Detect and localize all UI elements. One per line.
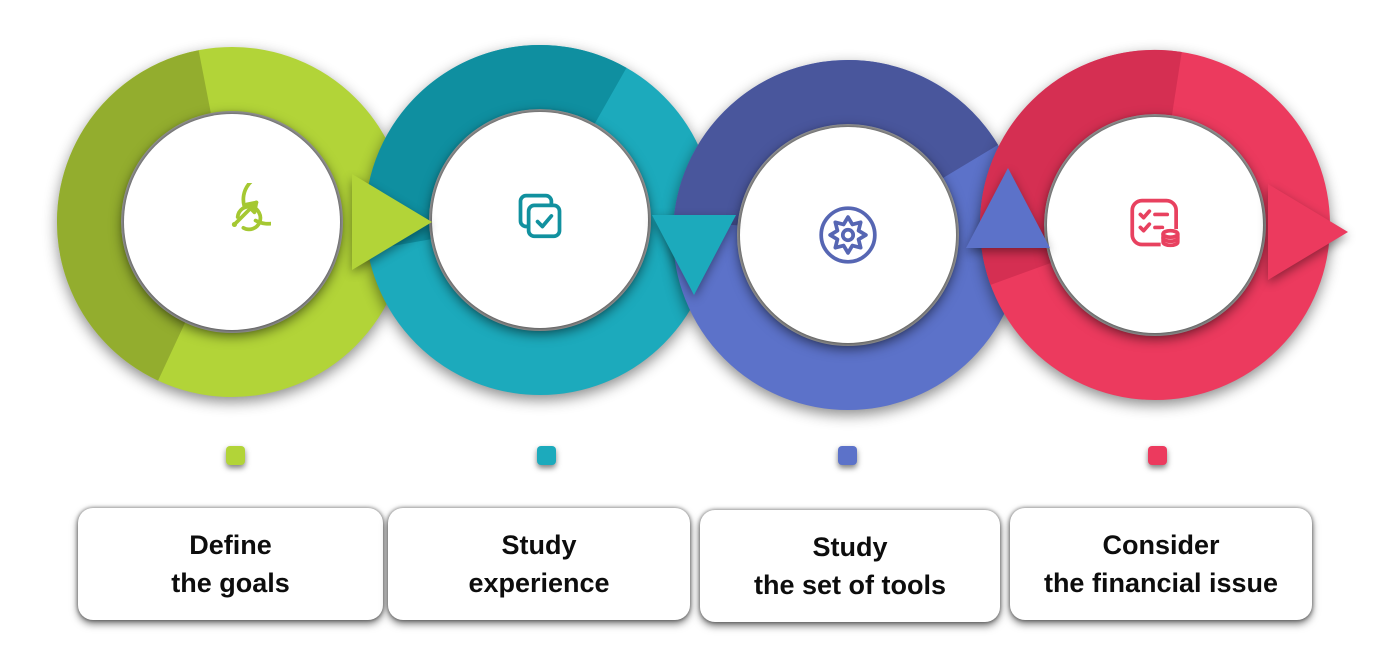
target-arrow-icon	[231, 183, 271, 232]
flow-arrow-right	[352, 174, 432, 270]
gear-icon	[819, 206, 877, 264]
flow-arrow-down	[652, 215, 736, 295]
step-color-dot	[226, 446, 245, 465]
step-label-line1: Consider	[1102, 530, 1220, 560]
step-label-line2: the goals	[171, 568, 290, 598]
step-label-line1: Study	[812, 532, 888, 562]
step-circle	[740, 127, 956, 343]
step-label-line2: the financial issue	[1043, 568, 1279, 598]
step-color-dot	[838, 446, 857, 465]
step-label-line2: experience	[468, 568, 610, 598]
step-label-line2: the set of tools	[753, 570, 946, 600]
checklist-coins-icon	[1130, 198, 1181, 249]
step-label-card: Study experience	[388, 508, 690, 620]
step-label-card: Define the goals	[78, 508, 383, 620]
step-color-dot	[1148, 446, 1167, 465]
step-circle	[1047, 117, 1263, 333]
flow-arrow-right	[1268, 184, 1348, 280]
step-circle	[432, 112, 648, 328]
step-circle	[124, 114, 340, 330]
flow-arrow-up	[966, 168, 1050, 248]
documents-check-icon	[518, 193, 562, 239]
step-label-line1: Study	[501, 530, 577, 560]
step-label-card: Consider the financial issue	[1010, 508, 1312, 620]
step-color-dot	[537, 446, 556, 465]
step-label-card: Study the set of tools	[700, 510, 1000, 622]
step-label-line1: Define	[189, 530, 272, 560]
